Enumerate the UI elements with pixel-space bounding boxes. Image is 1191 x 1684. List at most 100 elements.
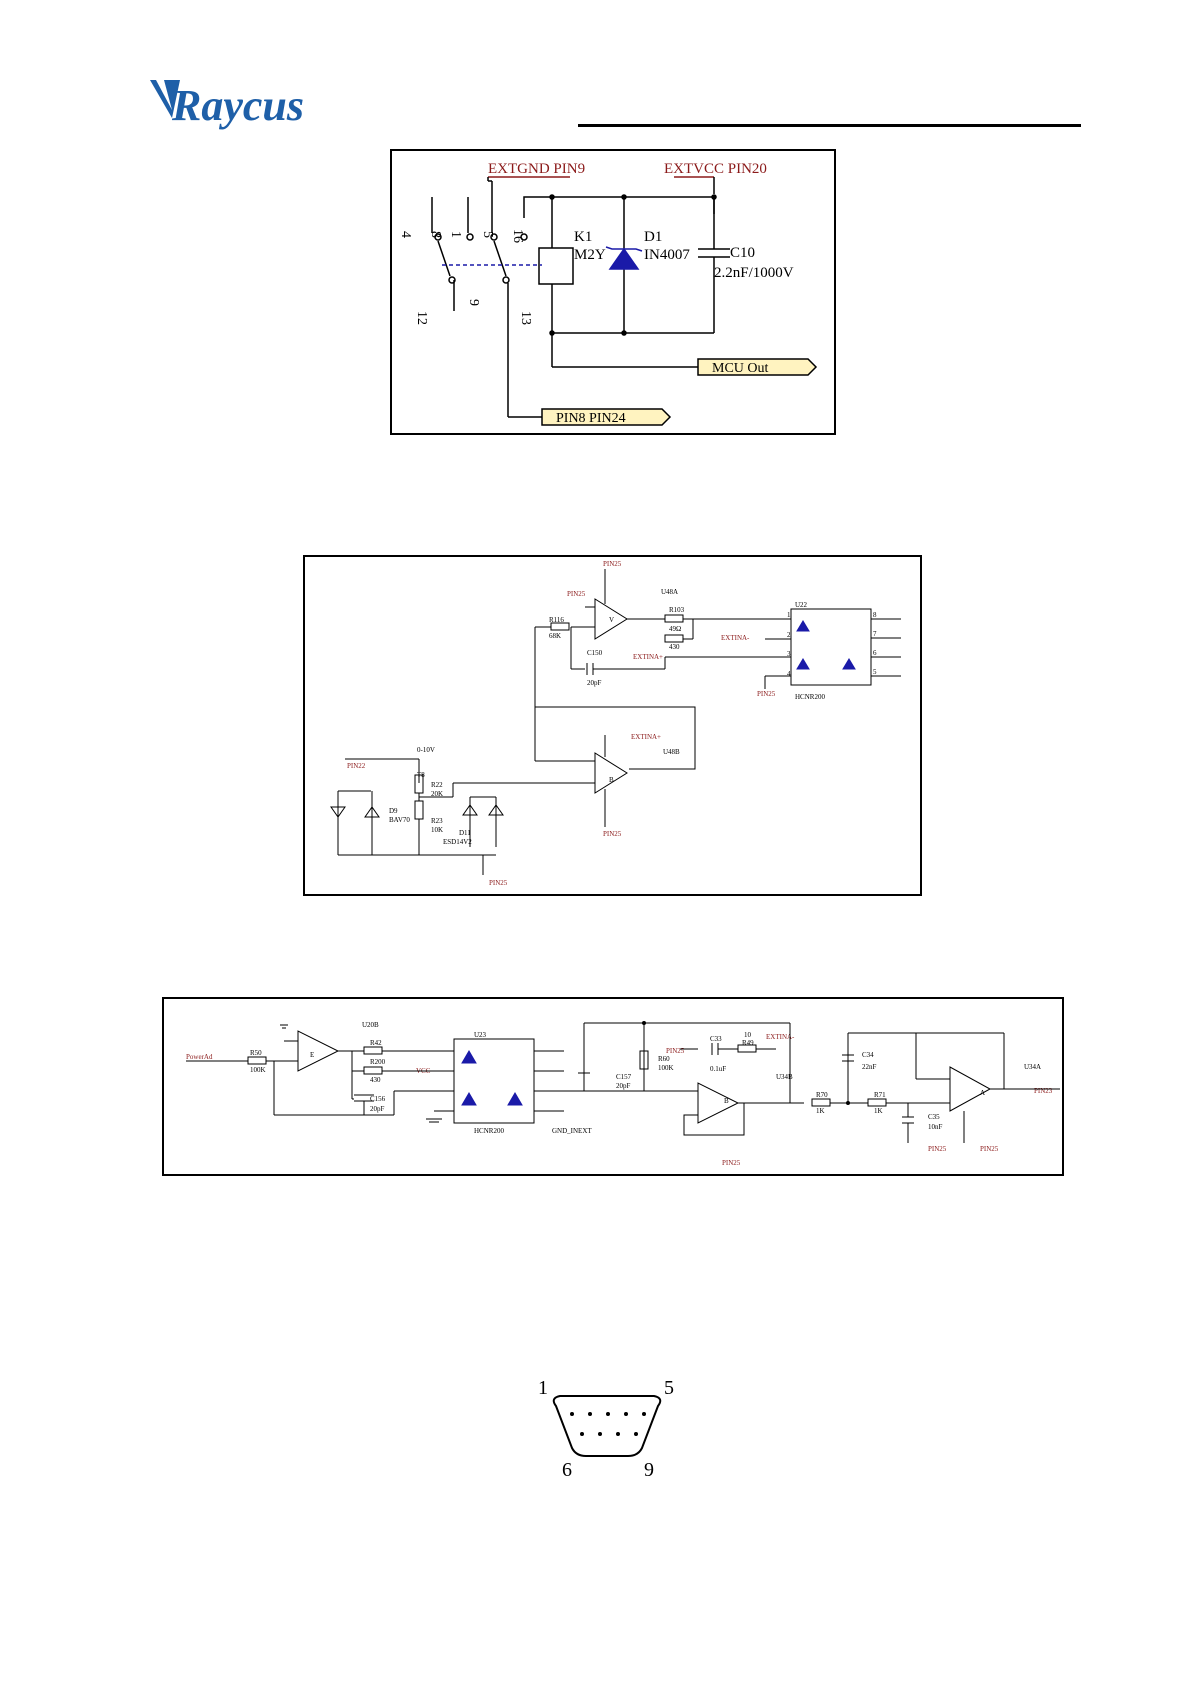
opamp-b-label: B [609,776,614,784]
analog-output-circuit-diagram: PowerAd R50 100K U20B R42 R200 430 C156 … [162,997,1064,1176]
r200-label: R200 [370,1058,386,1066]
pin8-pin24-port [541,408,672,426]
r70-label: R70 [816,1091,828,1099]
gnd-inext-label: GND_INEXT [552,1127,592,1135]
pin25-d-label-2: PIN25 [980,1145,999,1153]
pin25-c-label-2: PIN25 [928,1145,947,1153]
opamp-u34a [949,1066,992,1112]
pin-4-label: 4 [398,231,413,238]
db9-pin [634,1432,638,1436]
resistor-r116 [550,622,570,631]
c35-val: 10nF [928,1123,943,1131]
u22-pin2: 2 [787,631,791,639]
hcnr200-label: HCNR200 [795,693,825,701]
c150-label: C150 [587,649,603,657]
d9-model: BAV70 [389,816,410,824]
hcnr200-label-2: HCNR200 [474,1127,504,1135]
r50-val: 100K [250,1066,266,1074]
resistor-r70 [811,1098,831,1107]
u20b-label: U20B [362,1021,379,1029]
db9-shell [552,1395,662,1457]
logo-mark [150,80,180,118]
u22-pin4: 4 [787,670,791,678]
diode-d1 [608,247,640,270]
db9-pin [598,1432,602,1436]
opamp-e-label: E [310,1051,314,1059]
c10-value: 2.2nF/1000V [714,265,794,281]
c157-val: 20pF [616,1082,631,1090]
extina-plus-2: EXTINA+ [631,733,661,741]
pin8-pin24-label: PIN8 PIN24 [556,411,626,426]
opamp-u20b [297,1030,340,1072]
db9-pin6-label: 6 [562,1459,572,1481]
c34-val: 22nF [862,1063,877,1071]
d1-label: D1 [644,229,662,245]
u34b-label: U34B [776,1073,793,1081]
r50-label: R50 [250,1049,262,1057]
db9-connector: 1 5 6 9 [538,1377,674,1481]
r42-label: R42 [370,1039,382,1047]
r70-val: 1K [816,1107,825,1115]
extgnd-label: EXTGND PIN9 [488,161,585,177]
mcu-out-port [697,358,818,376]
u22-pin1: 1 [787,611,791,619]
r22-val: 20K [431,790,443,798]
u48b-label: U48B [663,748,680,756]
u22-pin7: 7 [873,630,877,638]
opamp-b-label-2: B [724,1097,729,1105]
opamp-u48a [594,598,628,640]
c33-label: C33 [710,1035,722,1043]
r71-val: 1K [874,1107,883,1115]
extina-plus-1: EXTINA+ [633,653,663,661]
d11-model: ESD14V2 [443,838,472,846]
r49-label: R49 [742,1039,754,1047]
pin25-a-label: PIN25 [567,590,586,598]
d9-label: D9 [389,807,398,815]
u48a-label: U48A [661,588,678,596]
r23-val: 10K [431,826,443,834]
resistor-r60 [639,1050,649,1070]
pin-9-label: 9 [466,299,481,306]
u34a-label: U34A [1024,1063,1041,1071]
extina-minus: EXTINA- [721,634,750,642]
analog-input-circuit-diagram: PIN25 PIN25 U48A R103 49Ω 430 R116 68K C… [303,555,922,896]
pin-12-label: 12 [414,311,429,325]
raycus-logo: Raycus [150,80,304,130]
relay-coil-k1 [538,247,574,285]
pin25-b-label-2: PIN25 [722,1159,741,1167]
opamp-u48b [594,752,628,794]
extina-minus-2: EXTINA- [766,1033,795,1041]
r116-val: 68K [549,632,561,640]
db9-pin1-label: 1 [538,1377,548,1399]
resistor-r23 [414,800,424,820]
u22-pin3: 3 [787,650,791,658]
powerad-label: PowerAd [186,1053,213,1061]
d11-label: D11 [459,829,471,837]
pin-16-label: 16 [510,229,525,243]
r103-val1: 49Ω [669,625,681,633]
c157-label: C157 [616,1073,632,1081]
pin-13-label: 13 [518,311,533,325]
mcu-out-label: MCU Out [712,361,769,376]
pin-1-label: 1 [448,231,463,238]
r22-label: R22 [431,781,443,789]
c34-label: C34 [862,1051,874,1059]
c150-val: 20pF [587,679,602,687]
r71-label: R71 [874,1091,886,1099]
u22-pin8: 8 [873,611,877,619]
c35-label: C35 [928,1113,940,1121]
db9-pin5-label: 5 [664,1377,674,1399]
pin23-label: PIN23 [1034,1087,1053,1095]
db9-pin [570,1412,574,1416]
pin25-top-label: PIN25 [603,560,622,568]
pin-5-label: 5 [480,231,495,238]
r103-label: R103 [669,606,685,614]
u22-pin5: 5 [873,668,877,676]
resistor-r103 [664,614,684,623]
r103-val2: 430 [669,643,680,651]
u22-label: U22 [795,601,808,609]
brand-name: Raycus [171,81,304,130]
extvcc-label: EXTVCC PIN20 [664,161,767,177]
k1-label: K1 [574,229,592,245]
r60-label: R60 [658,1055,670,1063]
